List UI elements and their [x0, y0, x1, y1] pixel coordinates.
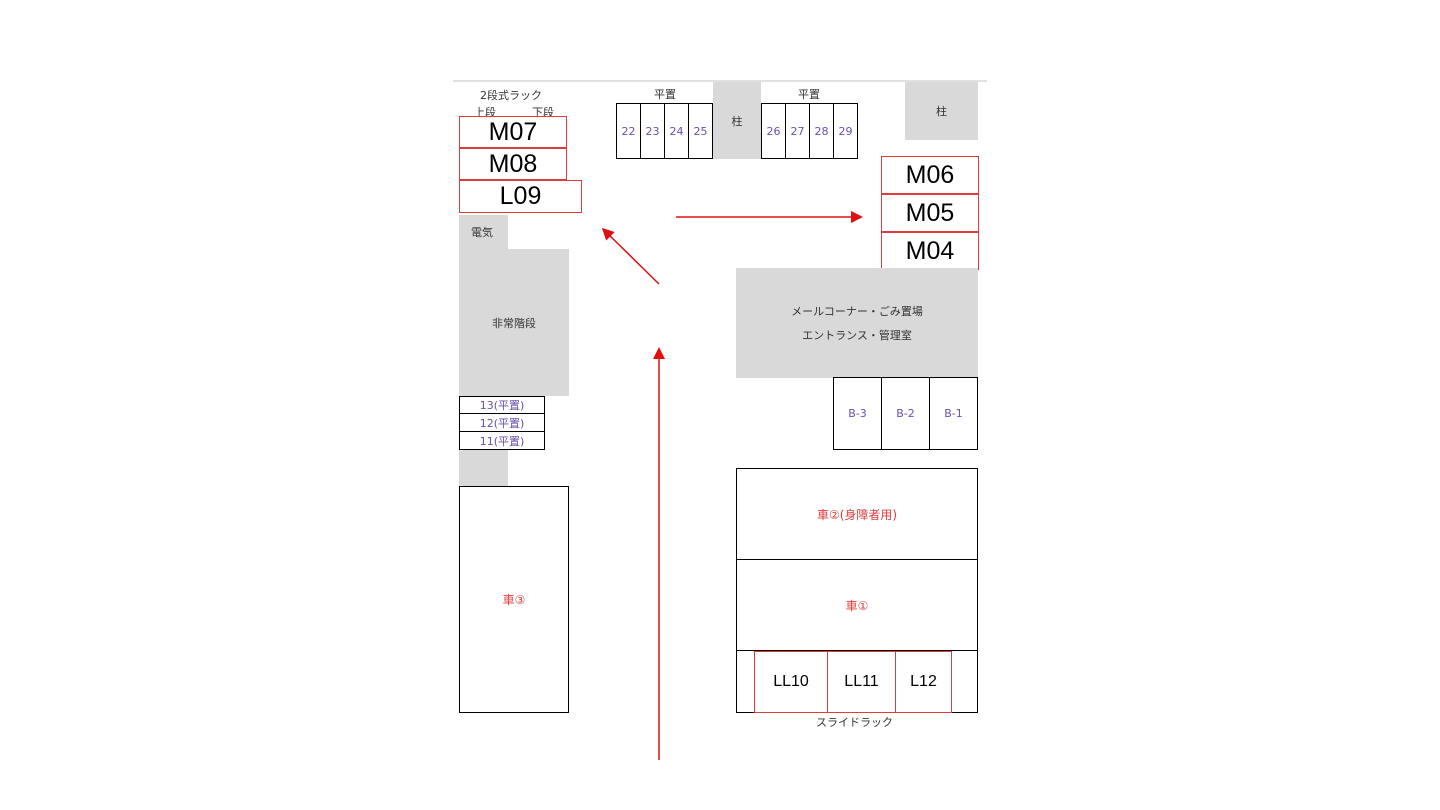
- bike-slot-m06: M06: [881, 156, 979, 194]
- flat-label-right: 平置: [798, 88, 820, 101]
- bike-slot-l12: L12: [895, 651, 952, 713]
- small-gray-block: [459, 450, 508, 486]
- slide-rack-label: スライドラック: [816, 716, 893, 729]
- car-space-1: 車①: [736, 559, 978, 651]
- rack-title: 2段式ラック: [480, 89, 542, 102]
- electric-room: [459, 215, 508, 251]
- flat-slot-11: 11(平置): [459, 431, 545, 450]
- emergency-stairs: 非常階段: [459, 249, 569, 396]
- mail-corner-label: メールコーナー・ごみ置場: [791, 305, 923, 318]
- slot-25: 25: [688, 103, 713, 159]
- slot-b1: B-1: [929, 377, 978, 450]
- rack-lower-label: 下段: [532, 106, 554, 119]
- mail-corner-entrance: メールコーナー・ごみ置場 エントランス・管理室: [736, 268, 978, 378]
- flat-label-left: 平置: [654, 88, 676, 101]
- rack-upper-label: 上段: [474, 106, 496, 119]
- bike-slot-m07: M07: [459, 116, 567, 148]
- pillar-center: 柱: [713, 82, 761, 159]
- pillar-right: 柱: [905, 82, 978, 140]
- entrance-label: エントランス・管理室: [802, 329, 912, 342]
- car-space-3: 車③: [459, 486, 569, 713]
- arrow-diagonal: [601, 227, 660, 285]
- bike-slot-m08: M08: [459, 148, 567, 180]
- top-boundary-line: [453, 80, 987, 82]
- slot-29: 29: [833, 103, 858, 159]
- electric-label: 電気: [471, 226, 493, 239]
- bike-slot-l09: L09: [459, 180, 582, 213]
- bike-slot-m05: M05: [881, 194, 979, 232]
